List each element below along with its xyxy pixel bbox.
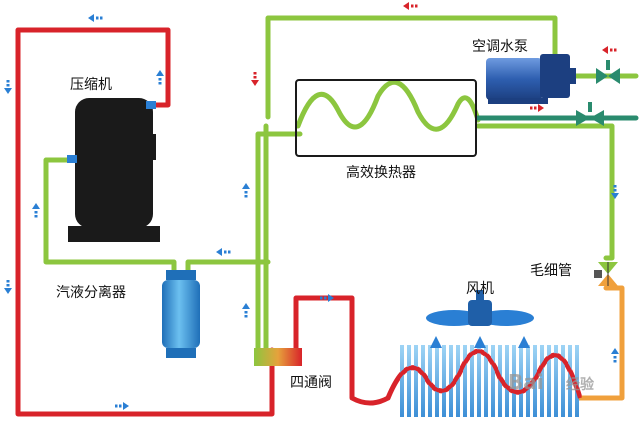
heat-exchanger-label: 高效换热器 [346, 165, 416, 181]
capillary-label: 毛细管 [530, 263, 572, 279]
four-way-valve-label: 四通阀 [290, 375, 332, 391]
flow-arrow [611, 348, 619, 363]
flow-arrow [403, 2, 418, 10]
flow-arrow [242, 303, 250, 318]
flow-arrows [4, 2, 619, 410]
ac-pump-label: 空调水泵 [472, 39, 528, 55]
heat-exchanger-box [295, 79, 477, 157]
water-valve-top-icon [596, 60, 620, 84]
condenser-fin [484, 345, 488, 417]
condenser-coil [386, 349, 582, 399]
condenser-fin [463, 345, 467, 417]
flow-arrow [4, 80, 12, 94]
condenser-fin [568, 345, 572, 417]
flow-arrow [602, 46, 617, 54]
cold-pipe-valve-feed [255, 131, 303, 353]
flow-arrow [156, 70, 164, 85]
fan-icon [426, 290, 534, 348]
flow-arrow [32, 203, 40, 218]
condenser-fin [519, 345, 523, 417]
condenser-fin [477, 345, 481, 417]
cold-pipe-top-loop [265, 15, 558, 120]
condenser-fin [470, 345, 474, 417]
condenser-fin [491, 345, 495, 417]
flow-arrow [611, 185, 619, 199]
condenser-fin [540, 345, 544, 417]
separator-icon [162, 270, 200, 358]
condenser-fin [435, 345, 439, 417]
flow-arrow [216, 248, 231, 256]
pump-icon [486, 54, 576, 104]
flow-arrow [115, 402, 129, 410]
water-valve-bottom-icon [576, 102, 604, 126]
mid-pipe-group [577, 285, 625, 401]
flow-arrow [251, 72, 259, 86]
flow-arrow [530, 104, 544, 112]
compressor-icon [67, 98, 160, 242]
condenser-fins [386, 345, 582, 417]
condenser-fin [449, 345, 453, 417]
condenser-fin [505, 345, 509, 417]
condenser-fin [456, 345, 460, 417]
cold-pipe-exchanger-wave [295, 79, 481, 132]
flow-arrow [242, 183, 250, 198]
flow-arrow [88, 14, 103, 22]
condenser-fin [561, 345, 565, 417]
watermark-logo: Bai [508, 370, 544, 394]
condenser-fin [421, 345, 425, 417]
condenser-fin [526, 345, 530, 417]
hot-pipe-to-condenser [293, 295, 391, 406]
condenser-fin [414, 345, 418, 417]
capillary-valve-icon [594, 262, 618, 286]
flow-arrow [320, 294, 334, 302]
cold-pipe-capillary-return [475, 123, 615, 261]
cold-pipe-group [43, 15, 639, 353]
cold-pipe-left-loop [43, 157, 177, 273]
condenser-fin [575, 345, 579, 417]
watermark-text: 经验 [566, 377, 594, 393]
hot-pipe-main-loop [15, 27, 275, 417]
separator-label: 汽液分离器 [56, 285, 126, 301]
four-way-valve-icon [254, 348, 302, 366]
condenser-fin [442, 345, 446, 417]
condenser-fin [400, 345, 404, 417]
condenser-fin [547, 345, 551, 417]
mid-pipe-to-capillary [577, 285, 625, 401]
flow-arrow [4, 280, 12, 294]
condenser-fin [512, 345, 516, 417]
condenser-fin [407, 345, 411, 417]
cold-pipe-separator-out [185, 259, 271, 273]
compressor-label: 压缩机 [70, 77, 112, 93]
condenser-fin [554, 345, 558, 417]
fan-label: 风机 [466, 281, 494, 297]
